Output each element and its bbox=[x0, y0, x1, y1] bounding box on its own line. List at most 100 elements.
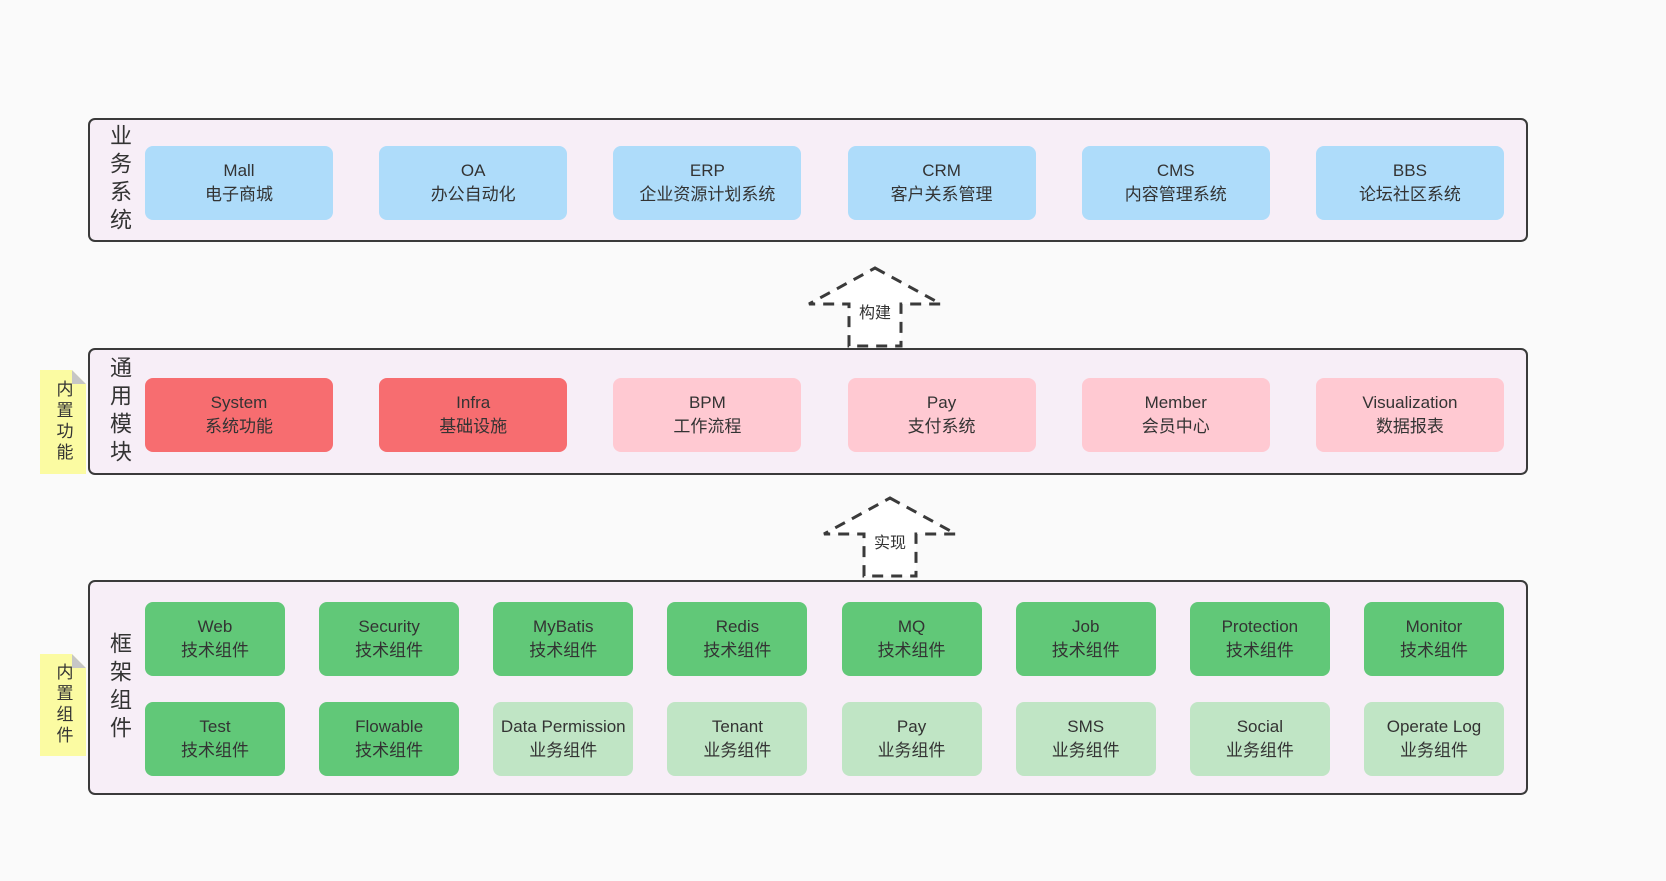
box-crm: CRM 客户关系管理 bbox=[847, 146, 1036, 220]
box-mybatis-name: MyBatis bbox=[533, 617, 594, 637]
box-operate-log-desc: 业务组件 bbox=[1399, 741, 1468, 760]
box-redis-name: Redis bbox=[715, 617, 760, 637]
box-job: Job 技术组件 bbox=[1015, 602, 1156, 676]
box-mall-desc: 电子商城 bbox=[205, 185, 273, 204]
box-visualization-name: Visualization bbox=[1362, 393, 1458, 413]
box-visualization: Visualization 数据报表 bbox=[1315, 378, 1504, 452]
box-monitor-desc: 技术组件 bbox=[1399, 641, 1468, 660]
box-oa-name: OA bbox=[460, 161, 486, 181]
box-sms: SMS 业务组件 bbox=[1015, 702, 1156, 776]
box-pay-module-desc: 支付系统 bbox=[907, 417, 976, 436]
box-bbs-name: BBS bbox=[1392, 161, 1427, 181]
box-web-name: Web bbox=[197, 617, 233, 637]
box-system-desc: 系统功能 bbox=[205, 417, 273, 436]
panel-label-framework-components: 框架组件 bbox=[107, 631, 132, 744]
box-mq-name: MQ bbox=[897, 617, 926, 637]
box-tenant-desc: 业务组件 bbox=[703, 741, 772, 760]
box-test-name: Test bbox=[199, 717, 231, 737]
box-cms: CMS 内容管理系统 bbox=[1081, 146, 1270, 220]
box-protection-desc: 技术组件 bbox=[1225, 641, 1294, 660]
box-pay-module: Pay 支付系统 bbox=[847, 378, 1036, 452]
box-cms-name: CMS bbox=[1156, 161, 1195, 181]
box-social: Social 业务组件 bbox=[1189, 702, 1330, 776]
sticky-note-builtin-components: 内置组件 bbox=[40, 654, 86, 756]
box-sms-desc: 业务组件 bbox=[1051, 741, 1120, 760]
box-bpm-name: BPM bbox=[688, 393, 726, 413]
arrow-implement: 实现 bbox=[821, 495, 959, 579]
box-bpm-desc: 工作流程 bbox=[673, 417, 742, 436]
box-mybatis-desc: 技术组件 bbox=[529, 641, 598, 660]
box-mall: Mall 电子商城 bbox=[145, 146, 333, 220]
box-test-desc: 技术组件 bbox=[181, 741, 249, 760]
panel-label-business-systems: 业务系统 bbox=[107, 124, 132, 236]
box-security-name: Security bbox=[358, 617, 420, 637]
box-security: Security 技术组件 bbox=[319, 602, 460, 676]
box-data-permission: Data Permission 业务组件 bbox=[493, 702, 634, 776]
box-member-name: Member bbox=[1144, 393, 1207, 413]
box-job-desc: 技术组件 bbox=[1051, 641, 1120, 660]
sticky-note-builtin-components-label: 内置组件 bbox=[53, 663, 73, 747]
box-protection: Protection 技术组件 bbox=[1189, 602, 1330, 676]
box-infra-desc: 基础设施 bbox=[439, 417, 508, 436]
box-monitor-name: Monitor bbox=[1405, 617, 1463, 637]
box-data-permission-name: Data Permission bbox=[500, 717, 626, 737]
box-sms-name: SMS bbox=[1067, 717, 1105, 737]
box-pay-component: Pay 业务组件 bbox=[841, 702, 982, 776]
box-operate-log-name: Operate Log bbox=[1386, 717, 1482, 737]
box-job-name: Job bbox=[1071, 617, 1100, 637]
box-crm-desc: 客户关系管理 bbox=[890, 185, 993, 204]
arrow-build: 构建 bbox=[806, 265, 944, 349]
arrow-build-label: 构建 bbox=[855, 298, 895, 325]
box-mq: MQ 技术组件 bbox=[841, 602, 982, 676]
box-protection-name: Protection bbox=[1221, 617, 1299, 637]
box-erp-desc: 企业资源计划系统 bbox=[639, 185, 776, 204]
box-security-desc: 技术组件 bbox=[355, 641, 424, 660]
box-redis: Redis 技术组件 bbox=[667, 602, 808, 676]
box-flowable-desc: 技术组件 bbox=[355, 741, 424, 760]
panel-framework-components: 内置组件 框架组件 Web 技术组件 Security 技术组件 MyBatis… bbox=[88, 580, 1528, 795]
box-bbs: BBS 论坛社区系统 bbox=[1315, 146, 1504, 220]
box-mq-desc: 技术组件 bbox=[877, 641, 946, 660]
box-system: System 系统功能 bbox=[145, 378, 333, 452]
box-visualization-desc: 数据报表 bbox=[1375, 417, 1444, 436]
box-infra-name: Infra bbox=[456, 393, 491, 413]
box-social-desc: 业务组件 bbox=[1225, 741, 1294, 760]
box-data-permission-desc: 业务组件 bbox=[529, 741, 598, 760]
panel-common-modules: 内置功能 通用模块 System 系统功能 Infra 基础设施 BPM 工作流… bbox=[88, 348, 1528, 475]
box-monitor: Monitor 技术组件 bbox=[1363, 602, 1504, 676]
box-redis-desc: 技术组件 bbox=[703, 641, 772, 660]
box-pay-component-name: Pay bbox=[896, 717, 927, 737]
box-oa-desc: 办公自动化 bbox=[430, 185, 516, 204]
box-cms-desc: 内容管理系统 bbox=[1124, 185, 1227, 204]
arrow-implement-label: 实现 bbox=[870, 528, 910, 555]
note-fold-icon bbox=[72, 654, 86, 668]
box-flowable: Flowable 技术组件 bbox=[319, 702, 460, 776]
box-mall-name: Mall bbox=[223, 161, 255, 181]
box-pay-module-name: Pay bbox=[926, 393, 957, 413]
panel-business-systems: 业务系统 Mall 电子商城 OA 办公自动化 ERP 企业资源计划系统 CRM… bbox=[88, 118, 1528, 242]
box-tenant: Tenant 业务组件 bbox=[667, 702, 808, 776]
note-fold-icon bbox=[72, 370, 86, 384]
business-systems-row: Mall 电子商城 OA 办公自动化 ERP 企业资源计划系统 CRM 客户关系… bbox=[145, 146, 1504, 220]
box-member-desc: 会员中心 bbox=[1141, 417, 1210, 436]
box-oa: OA 办公自动化 bbox=[379, 146, 568, 220]
box-infra: Infra 基础设施 bbox=[379, 378, 568, 452]
box-erp-name: ERP bbox=[689, 161, 725, 181]
box-member: Member 会员中心 bbox=[1081, 378, 1270, 452]
framework-components-row-1: Web 技术组件 Security 技术组件 MyBatis 技术组件 Redi… bbox=[145, 602, 1504, 676]
box-bbs-desc: 论坛社区系统 bbox=[1358, 185, 1461, 204]
box-web: Web 技术组件 bbox=[145, 602, 285, 676]
panel-label-common-modules: 通用模块 bbox=[107, 355, 132, 468]
box-social-name: Social bbox=[1236, 717, 1283, 737]
box-system-name: System bbox=[210, 393, 268, 413]
framework-components-row-2: Test 技术组件 Flowable 技术组件 Data Permission … bbox=[145, 702, 1504, 776]
box-erp: ERP 企业资源计划系统 bbox=[613, 146, 802, 220]
box-operate-log: Operate Log 业务组件 bbox=[1363, 702, 1504, 776]
box-test: Test 技术组件 bbox=[145, 702, 285, 776]
common-modules-row: System 系统功能 Infra 基础设施 BPM 工作流程 Pay 支付系统… bbox=[145, 378, 1504, 452]
box-bpm: BPM 工作流程 bbox=[613, 378, 802, 452]
box-crm-name: CRM bbox=[922, 161, 961, 181]
box-pay-component-desc: 业务组件 bbox=[877, 741, 946, 760]
sticky-note-builtin-features: 内置功能 bbox=[40, 370, 86, 474]
